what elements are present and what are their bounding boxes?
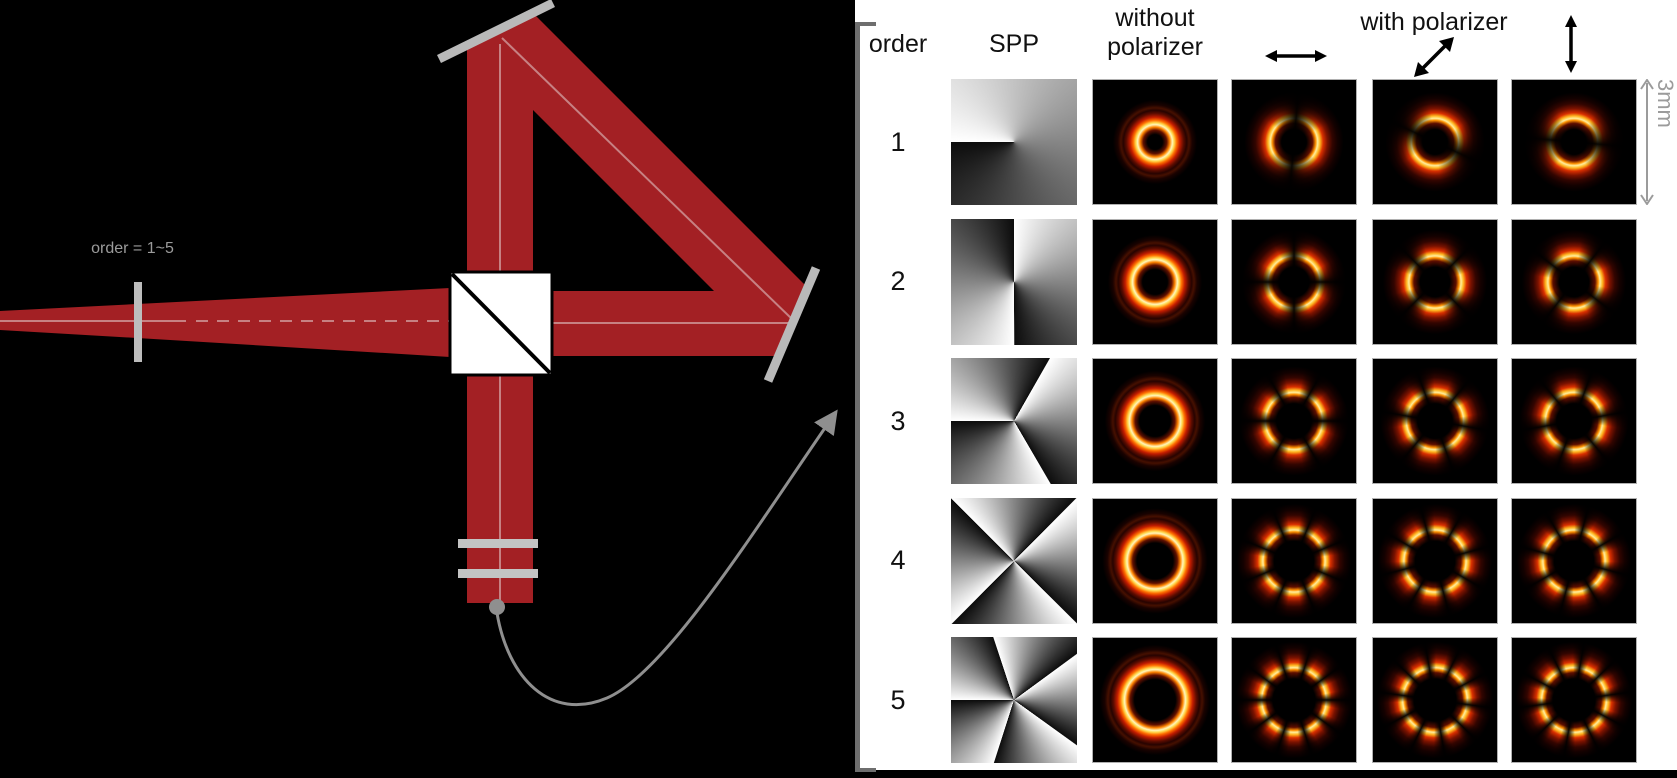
optical-setup-diagram [0, 0, 838, 707]
vertical-polarization-icon [1565, 15, 1577, 73]
beam-image-polarizer-vertical-order-5 [1511, 637, 1637, 763]
beam-image-without-polarizer-order-2 [1092, 218, 1218, 345]
beam-image-polarizer-vertical-order-3 [1511, 358, 1637, 484]
beam-image-polarizer-horizontal-order-3 [1231, 358, 1357, 484]
beam-diagonal [467, 13, 808, 356]
beam-image-without-polarizer-order-4 [1092, 497, 1218, 624]
results-panel: order SPP without polarizer with polariz… [855, 0, 1677, 772]
beam-image-without-polarizer-order-3 [1092, 358, 1218, 484]
beam-image-polarizer-vertical-order-2 [1511, 218, 1637, 345]
horizontal-polarization-icon [1265, 50, 1327, 62]
beam-image-polarizer-vertical-order-1 [1511, 79, 1637, 205]
spp-image-order-4 [951, 497, 1077, 624]
beam-image-polarizer-horizontal-order-4 [1231, 497, 1357, 624]
row-order-label: 4 [890, 545, 906, 575]
pointer-curve-arrow [495, 409, 838, 707]
beam-endpoint-dot [489, 599, 505, 615]
beam-image-polarizer-diagonal-order-3 [1372, 358, 1498, 484]
spp-image-order-3 [951, 358, 1077, 484]
mirror-top-icon [437, 0, 555, 64]
beam-image-without-polarizer-order-5 [1092, 637, 1218, 763]
row-order-label: 2 [890, 266, 906, 296]
scale-label: 3mm [1653, 79, 1677, 128]
spp-image-order-2 [951, 218, 1077, 345]
row-order-label: 5 [890, 684, 906, 715]
mirror-right-icon [763, 266, 821, 383]
beam-image-without-polarizer-order-1 [1092, 79, 1218, 205]
column-header-order: order [868, 30, 928, 58]
beam-image-polarizer-diagonal-order-1 [1372, 79, 1498, 205]
beam-axis-lines [0, 37, 794, 601]
order-range-label: order = 1~5 [91, 240, 174, 257]
beam-image-polarizer-horizontal-order-2 [1231, 218, 1357, 345]
column-header-with-polarizer: with polarizer [1360, 8, 1508, 36]
spp-image-order-5 [951, 637, 1077, 763]
row-order-label: 1 [890, 126, 906, 157]
column-header-spp: SPP [988, 30, 1040, 58]
beam-image-polarizer-diagonal-order-2 [1372, 218, 1498, 345]
beam-image-polarizer-diagonal-order-5 [1372, 637, 1498, 763]
beam-image-polarizer-horizontal-order-5 [1231, 637, 1357, 763]
spp-plate [134, 282, 142, 362]
row-order-label: 3 [890, 405, 906, 436]
beam-image-polarizer-horizontal-order-1 [1231, 79, 1357, 205]
beamsplitter-cube [448, 270, 554, 377]
panel-bracket [855, 22, 876, 772]
filter-bar-2 [458, 569, 538, 578]
beam-image-polarizer-vertical-order-4 [1511, 497, 1637, 624]
beam-image-polarizer-diagonal-order-4 [1372, 497, 1498, 624]
spp-image-order-1 [951, 79, 1077, 205]
diagonal-polarization-icon [1414, 37, 1454, 77]
column-header-without-polarizer: without polarizer [1107, 4, 1203, 61]
input-beam [0, 288, 450, 357]
filter-bar-1 [458, 539, 538, 548]
scale-arrow-icon [1640, 79, 1654, 205]
